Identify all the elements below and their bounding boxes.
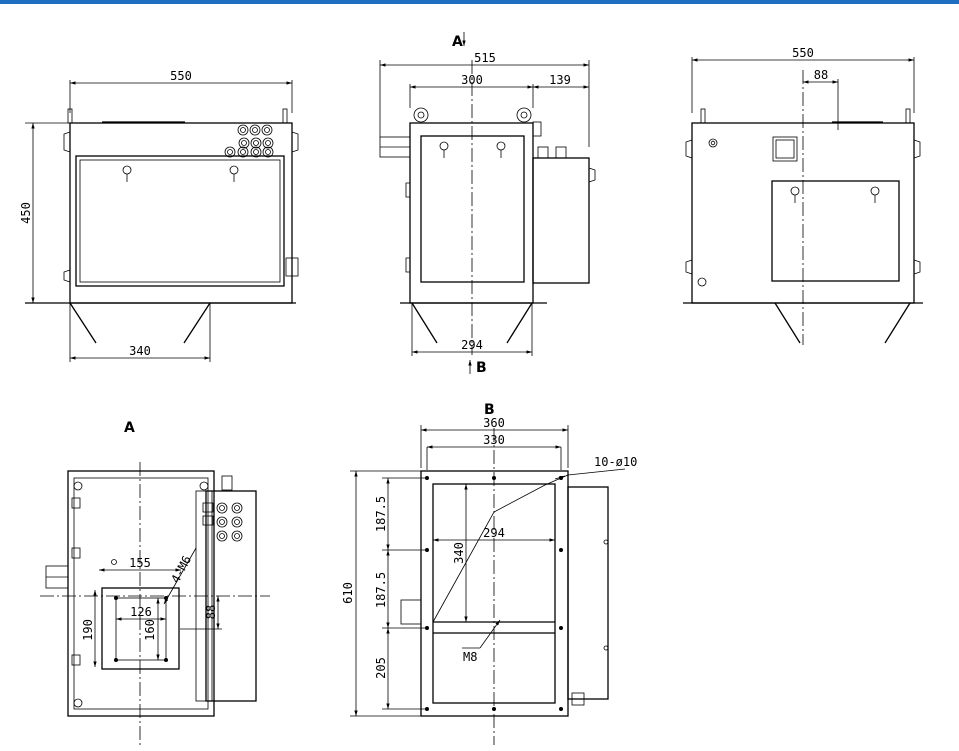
front-height-dim: 450 <box>19 202 33 224</box>
view-a-hole-note: 4-M6 <box>168 553 194 585</box>
view-a-title: A <box>124 420 135 436</box>
view-a-155-dim: 155 <box>129 556 151 570</box>
view-a-88-dim: 88 <box>204 605 218 619</box>
side-base-dim: 294 <box>461 338 483 352</box>
view-a: A 155 126 160 190 <box>40 420 270 745</box>
view-a-160-dim: 160 <box>143 619 157 641</box>
view-b-330-dim: 330 <box>483 433 505 447</box>
view-b-610-dim: 610 <box>341 582 355 604</box>
view-b-holes-note: 10-ø10 <box>594 455 637 469</box>
rear-offset-dim: 88 <box>814 68 828 82</box>
front-width-dim: 550 <box>170 69 192 83</box>
view-a-126-dim: 126 <box>130 605 152 619</box>
view-b-thread-note: M8 <box>463 650 477 664</box>
front-base-dim: 340 <box>129 344 151 358</box>
side-view: 515 300 139 294 A B <box>379 32 596 376</box>
view-b-187-top-dim: 187.5 <box>374 496 388 532</box>
view-b-187-mid-dim: 187.5 <box>374 572 388 608</box>
side-overall-dim: 515 <box>474 51 496 65</box>
view-a-190-dim: 190 <box>81 619 95 641</box>
rear-width-dim: 550 <box>792 46 814 60</box>
front-view: 550 450 340 <box>19 69 299 362</box>
section-label-a: A <box>452 34 463 50</box>
view-b-205-dim: 205 <box>374 657 388 679</box>
rear-view: 550 88 <box>683 46 923 345</box>
side-body-dim: 300 <box>461 73 483 87</box>
view-b-340-dim: 340 <box>452 542 466 564</box>
view-b-360-dim: 360 <box>483 416 505 430</box>
view-b-294-dim: 294 <box>483 526 505 540</box>
top-accent-bar <box>0 0 959 4</box>
section-label-b: B <box>476 360 487 376</box>
view-b: B 360 330 610 187.5 187.5 <box>341 402 637 745</box>
view-b-title: B <box>484 402 495 418</box>
side-box-dim: 139 <box>549 73 571 87</box>
